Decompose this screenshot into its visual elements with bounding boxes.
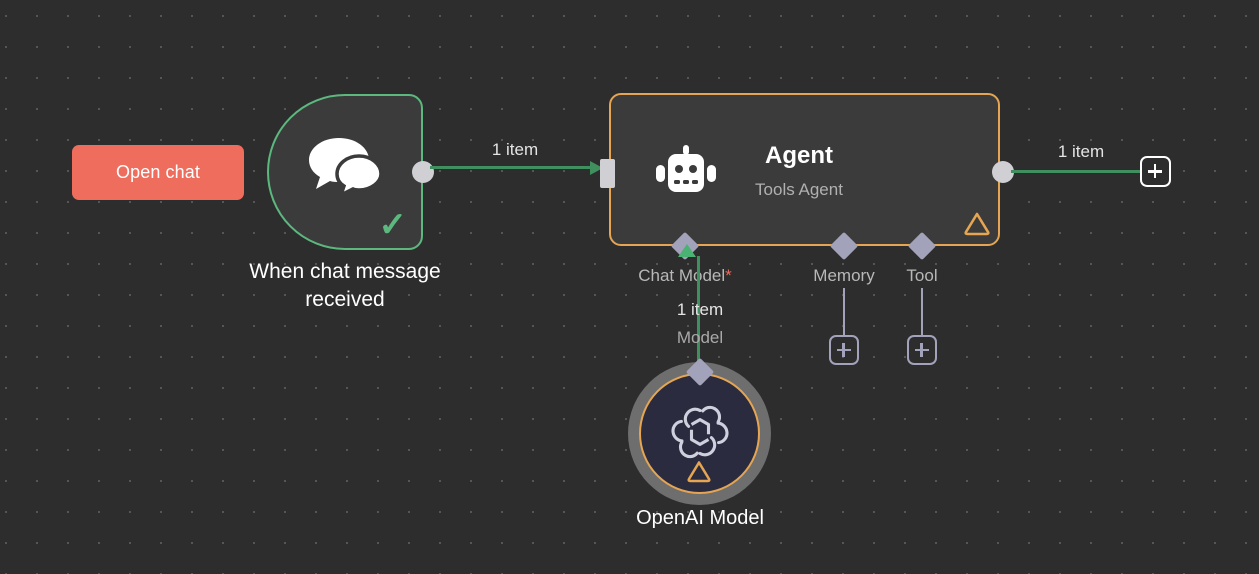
node-label-openai-model: OpenAI Model bbox=[636, 507, 764, 529]
connector-label-tool: Tool bbox=[906, 266, 938, 285]
open-chat-button[interactable]: Open chat bbox=[72, 145, 244, 200]
openai-logo-icon bbox=[671, 403, 729, 461]
robot-icon bbox=[655, 145, 717, 201]
chat-bubbles-icon bbox=[306, 136, 384, 199]
agent-title: Agent bbox=[765, 142, 833, 169]
agent-subtitle: Tools Agent bbox=[755, 180, 843, 199]
connection-arrow-icon-model bbox=[678, 244, 696, 257]
connection-arrow-icon bbox=[590, 161, 603, 175]
add-node-button-tool[interactable] bbox=[907, 335, 937, 365]
connection-label-model-items: 1 item bbox=[676, 300, 724, 319]
connection-label-trigger-to-agent: 1 item bbox=[491, 140, 539, 159]
connector-label-memory: Memory bbox=[813, 266, 875, 285]
agent-input-port[interactable] bbox=[600, 159, 615, 188]
agent-output-port[interactable] bbox=[992, 161, 1014, 183]
warning-triangle-icon-openai[interactable] bbox=[686, 459, 712, 483]
chat-model-text: Chat Model bbox=[638, 266, 726, 285]
node-when-chat-message-received[interactable]: ✓ bbox=[267, 94, 423, 250]
connector-label-chat-model: Chat Model* bbox=[610, 266, 760, 286]
connector-stem-memory bbox=[842, 288, 845, 336]
connection-agent-output[interactable] bbox=[1011, 170, 1141, 173]
add-node-button-main[interactable] bbox=[1140, 156, 1171, 187]
required-asterisk: * bbox=[725, 266, 732, 285]
node-label-when-chat-message-received: When chat message received bbox=[249, 260, 441, 311]
connector-stem-tool bbox=[920, 288, 923, 336]
checkmark-icon: ✓ bbox=[378, 206, 408, 244]
trigger-output-port[interactable] bbox=[412, 161, 434, 183]
connection-label-agent-output: 1 item bbox=[1057, 142, 1105, 161]
connection-trigger-to-agent[interactable] bbox=[430, 166, 596, 169]
add-node-button-memory[interactable] bbox=[829, 335, 859, 365]
connection-label-model: Model bbox=[676, 328, 724, 347]
warning-triangle-icon[interactable] bbox=[963, 210, 991, 236]
connection-openai-to-agent[interactable] bbox=[697, 256, 700, 369]
